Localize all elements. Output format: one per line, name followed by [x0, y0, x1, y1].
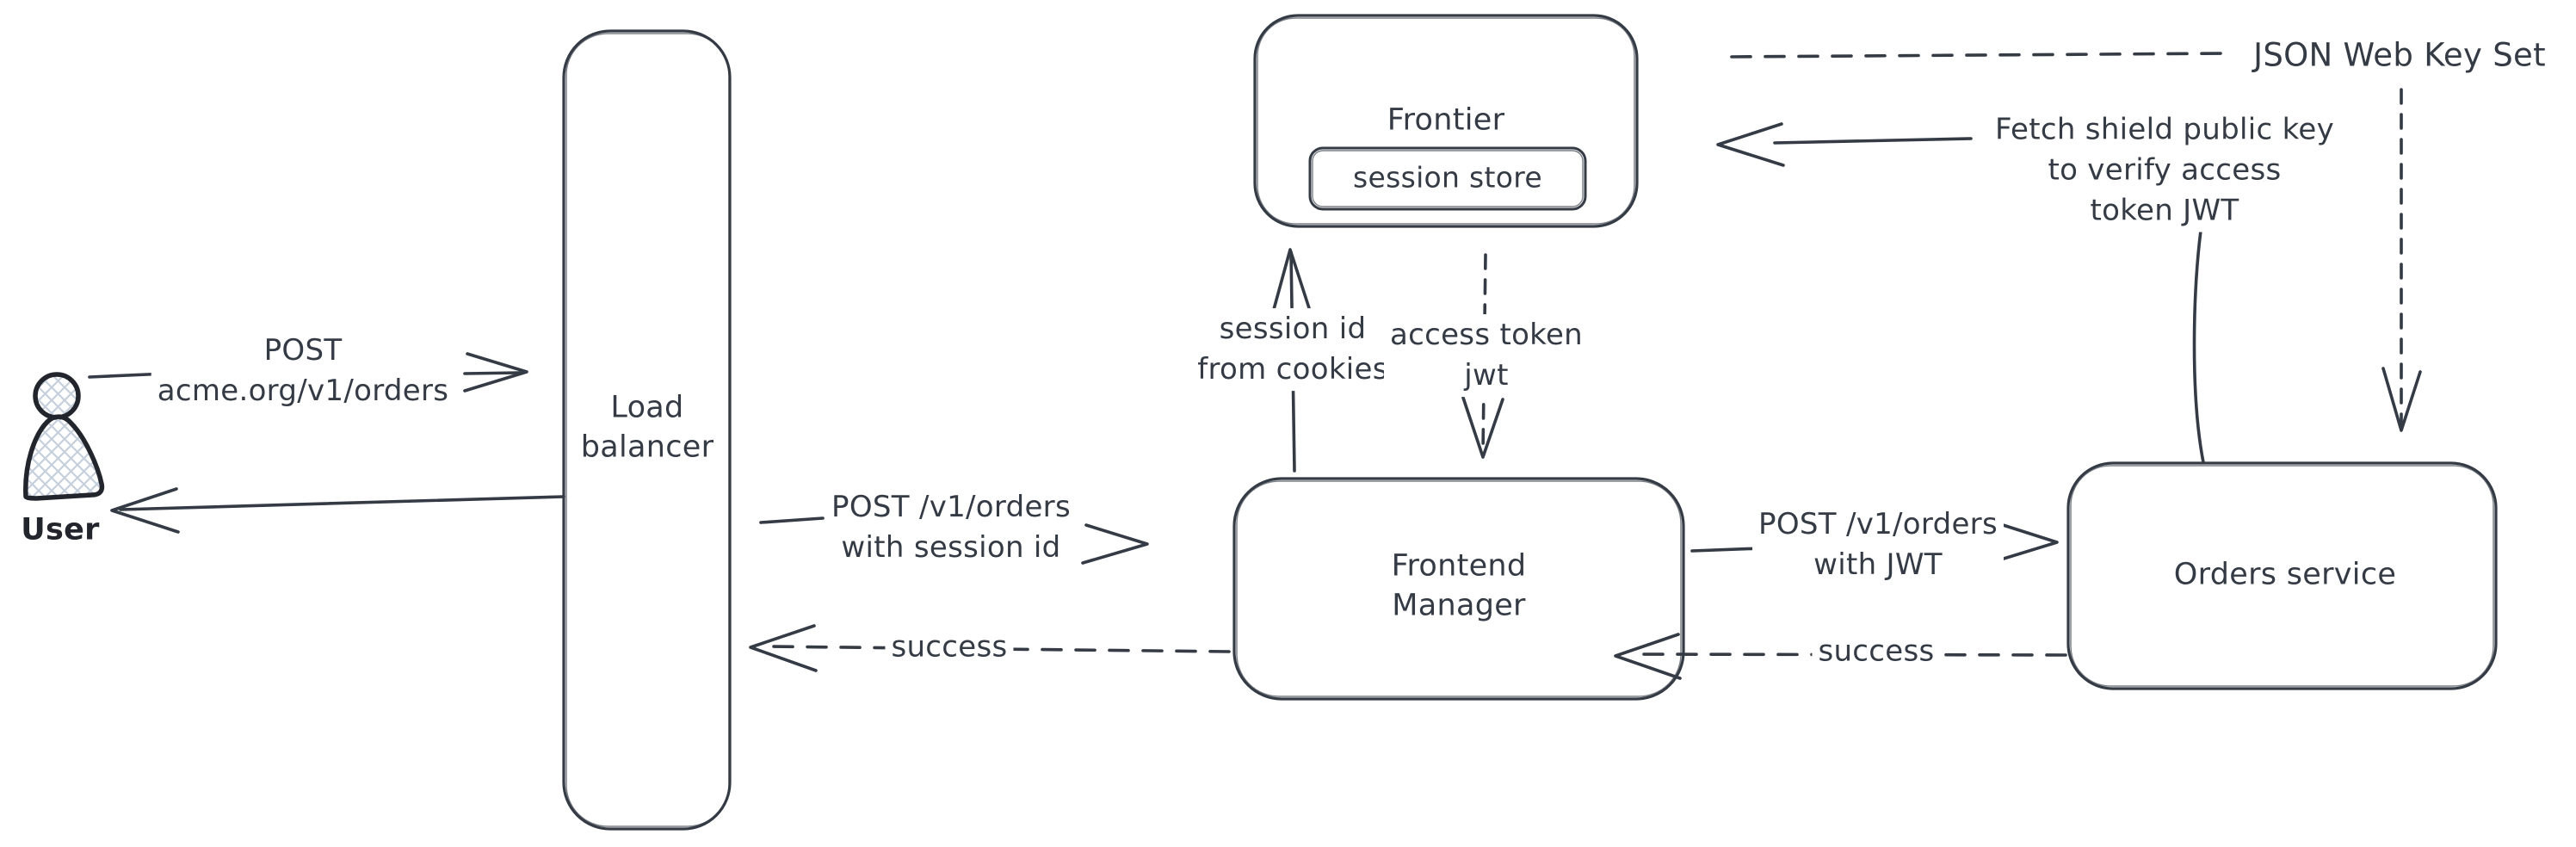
arrow-fm-to-orders [1690, 521, 2059, 564]
edge-label-line: access token [1389, 318, 1584, 353]
frontier-label: Frontier [1387, 102, 1505, 138]
orders-service-label: Orders service [2173, 557, 2397, 592]
frontend-manager-label: Frontend Manager [1391, 548, 1527, 623]
load-balancer-label: Load balancer [580, 390, 714, 465]
edge-label-line: POST /v1/orders [831, 490, 1071, 525]
load-balancer-node [562, 29, 732, 831]
edge-label-line: session id [1219, 312, 1367, 347]
arrowhead-right-icon [1991, 521, 2059, 564]
arrowhead-right-icon [463, 352, 528, 393]
arrowhead-left-icon [110, 487, 180, 534]
session-store-node [1308, 146, 1587, 211]
edge-label-line: from cookies [1197, 352, 1388, 386]
line-frontier-to-jwks [1730, 52, 2227, 59]
edge-label-user-to-lb: POST acme.org/v1/orders [151, 330, 455, 412]
edge-label-line: with session id [841, 530, 1061, 565]
user-node-label: User [21, 512, 100, 547]
frontend-manager-node [1232, 477, 1685, 701]
arrowhead-left-icon [1716, 122, 1785, 167]
edge-label-line: success [891, 629, 1008, 665]
edge-label-orders-to-frontier: Fetch shield public key to verify access… [1989, 108, 2340, 232]
edge-label-line: Fetch shield public key [1995, 112, 2334, 147]
node-boxes [562, 14, 2498, 831]
edge-label-fm-to-lb-success: success [885, 626, 1014, 669]
arrow-orders-to-frontier [1716, 122, 2205, 464]
edge-label-line: jwt [1464, 358, 1509, 393]
edge-label-frontier-to-fm: access token jwt [1383, 314, 1590, 397]
edge-label-line: acme.org/v1/orders [157, 374, 449, 408]
user-icon [23, 372, 105, 501]
orders-service-node [2066, 461, 2498, 690]
arrowhead-left-icon [1614, 633, 1682, 680]
arrowhead-down-icon [1461, 396, 1504, 459]
arrow-lb-to-user [110, 487, 565, 534]
frontier-node [1253, 14, 1639, 228]
arrow-fm-to-lb-success [749, 624, 1231, 672]
arrowhead-right-icon [1081, 523, 1149, 565]
arrowhead-down-icon [2381, 367, 2422, 432]
edge-label-fm-to-frontier: session id from cookies [1191, 308, 1394, 391]
jwks-label: JSON Web Key Set [2247, 32, 2552, 78]
user-head-icon [33, 372, 81, 420]
arrowhead-left-icon [749, 624, 818, 672]
edge-label-line: POST /v1/orders [1758, 507, 1998, 542]
session-store-label: session store [1352, 160, 1543, 195]
edge-label-line: with JWT [1813, 547, 1943, 582]
edge-label-orders-to-fm-success: success [1812, 630, 1941, 673]
arrow-lb-to-fm [759, 516, 1149, 565]
edge-label-line: token JWT [2090, 193, 2239, 228]
arrow-jwks-to-orders [2381, 88, 2422, 432]
edge-label-fm-to-orders: POST /v1/orders with JWT [1752, 504, 2004, 586]
edge-label-line: POST [263, 333, 343, 368]
arrowhead-up-icon [1271, 248, 1312, 314]
user-body-icon [23, 414, 105, 501]
edge-label-line: to verify access [2048, 152, 2282, 188]
edge-label-line: success [1818, 634, 1935, 669]
edge-label-lb-to-fm: POST /v1/orders with session id [825, 486, 1077, 569]
edge-label-line: JSON Web Key Set [2253, 36, 2546, 74]
